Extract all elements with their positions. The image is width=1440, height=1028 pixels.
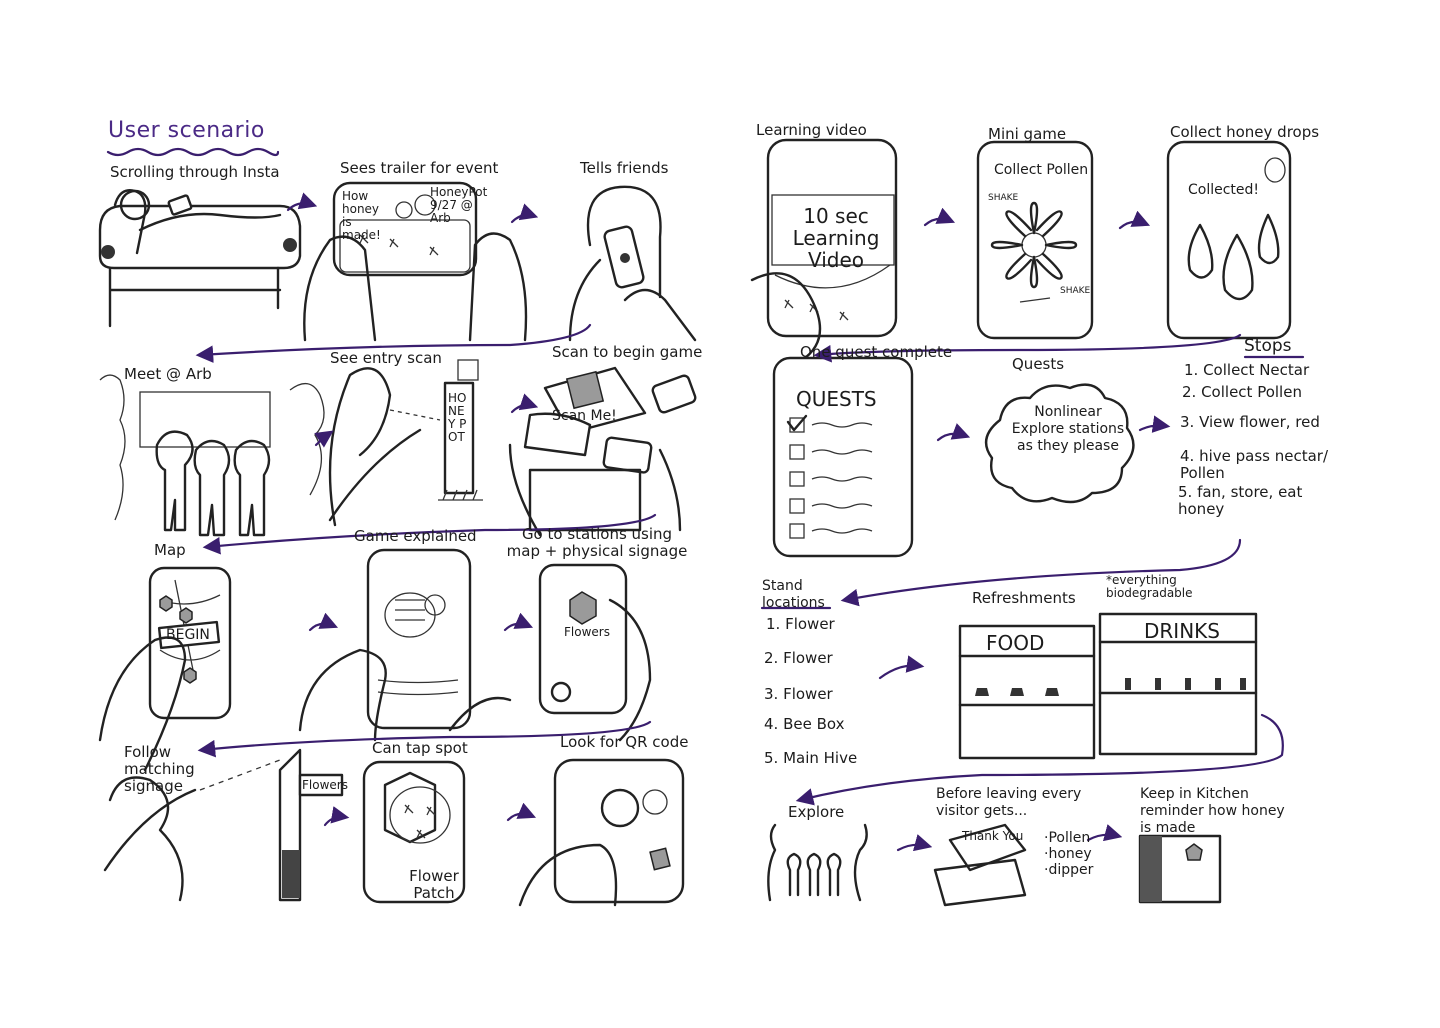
panel-game-illustration [298,548,512,742]
stop-item-1: 1. Collect Nectar [1184,361,1310,379]
stop-item-5: 5. fan, store, eat honey [1178,483,1303,518]
gift-honey: ·honey [1044,846,1092,862]
refreshments-title: Refreshments [972,589,1076,607]
label-game-explained: Game explained [354,527,477,545]
flowers-screen-label: Flowers [564,625,610,639]
gift-box [933,823,1027,907]
label-stations: Go to stations using map + physical sign… [506,525,688,560]
label-tap-spot: Can tap spot [372,739,468,757]
panel-scan-begin-illustration [508,366,697,537]
label-explore: Explore [788,803,845,821]
drinks-stand-label: DRINKS [1144,619,1220,643]
panel-tap-illustration [362,760,466,904]
flowers-sign: Flowers [302,778,348,792]
thank-you-label: Thank You [962,829,1024,843]
shake-label-a: SHAKE [988,193,1019,203]
collect-pollen-screen: Collect Pollen [994,162,1089,178]
gift-dipper: ·dipper [1044,862,1094,878]
panel-quests-illustration [772,356,914,558]
flower-patch-caption: Flower Patch [409,867,459,902]
scenario-title: User scenario [108,118,265,143]
panel-qr-illustration [518,758,685,907]
panel-meet-illustration [99,374,325,537]
label-learning-video: Learning video [756,121,867,139]
stop-item-4: 4. hive pass nectar/ Pollen [1180,447,1329,482]
trailer-screen-event: HoneyPot 9/27 @ Arb [430,185,488,225]
panel-video-illustration [750,138,898,362]
label-scan-begin: Scan to begin game [552,343,703,361]
panel-couch-illustration [98,189,302,328]
food-stand-label: FOOD [986,631,1045,655]
stand-item-5: 5. Main Hive [764,749,858,767]
honeypot-sign: HONEY POT [448,391,467,444]
label-scrolling: Scrolling through Insta [110,163,280,181]
begin-button-label: BEGIN [166,627,210,643]
biodegradable-note: *everything biodegradable [1106,573,1193,600]
label-trailer: Sees trailer for event [340,159,499,177]
explore-illustration [767,823,868,902]
stand-item-4: 4. Bee Box [764,715,845,733]
collected-screen: Collected! [1188,182,1260,198]
quests-cloud [984,383,1135,504]
panel-minigame-illustration [976,140,1094,340]
label-qr-code: Look for QR code [560,733,689,751]
panel-friends-illustration [568,185,697,342]
label-follow-signage: Follow matching signage [124,743,195,795]
refreshment-stands-illustration [958,612,1258,760]
label-map: Map [154,541,186,559]
video-screen-text: 10 sec Learning Video [792,204,880,272]
stand-item-3: 3. Flower [764,685,833,703]
panel-map-illustration [98,566,232,772]
label-kitchen: Keep in Kitchen reminder how honey is ma… [1140,786,1285,836]
shake-label-b: SHAKE [1060,286,1091,296]
gift-pollen: ·Pollen [1044,830,1091,846]
stand-item-1: 1. Flower [766,615,835,633]
label-entry-scan: See entry scan [330,349,442,367]
label-mini-game: Mini game [988,125,1067,143]
stop-item-3: 3. View flower, red [1180,413,1320,431]
label-before-leaving: Before leaving every visitor gets... [936,786,1082,819]
trailer-screen-text: How honey is made! [342,189,381,242]
quests-screen-title: QUESTS [796,387,877,411]
label-honey-drops: Collect honey drops [1170,123,1320,141]
label-quest-complete: One quest complete [800,343,953,361]
panel-stations-illustration [538,563,652,742]
scan-me-card: Scan Me! [552,408,617,424]
panel-honey-illustration [1166,140,1292,340]
quests-cloud-text: Nonlinear Explore stations as they pleas… [1011,404,1125,454]
label-quests: Quests [1012,355,1065,373]
panel-entry-scan-illustration [328,359,483,527]
title-underline [106,147,280,157]
stops-title: Stops [1244,336,1292,356]
panel-follow-illustration [103,748,344,902]
stop-item-2: 2. Collect Pollen [1182,383,1302,401]
stand-locations-title: Stand locations [762,578,825,611]
label-meet: Meet @ Arb [124,365,212,383]
label-tells-friends: Tells friends [580,159,669,177]
panel-trailer-illustration [303,181,528,342]
stand-item-2: 2. Flower [764,649,833,667]
